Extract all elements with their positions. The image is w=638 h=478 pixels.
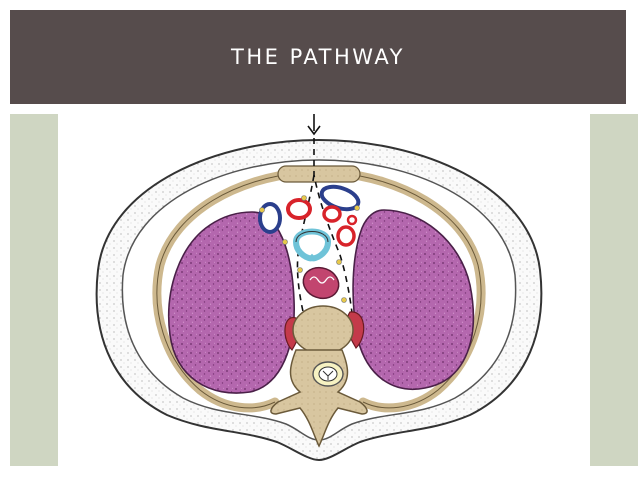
lymph-node [282, 239, 288, 245]
lymph-node [297, 267, 303, 273]
subclavian-artery [336, 225, 356, 247]
trachea [292, 228, 332, 262]
left-side-panel [10, 114, 58, 466]
aorta-ascending [286, 198, 312, 220]
vertebral-body [292, 305, 354, 355]
lymph-node [354, 205, 360, 211]
lymph-node [336, 259, 342, 265]
right-side-panel [590, 114, 638, 466]
slide-title: THE PATHWAY [231, 45, 405, 69]
lymph-node [341, 297, 347, 303]
lymph-node [259, 207, 265, 213]
rib-left-outline [156, 172, 301, 409]
vena-cava [258, 202, 282, 234]
carotid-artery [322, 205, 342, 223]
rib-right-outline [337, 172, 482, 409]
sternum [277, 165, 361, 183]
arrow-down-icon [307, 114, 321, 136]
lymph-node [301, 195, 307, 201]
right-lung [352, 209, 475, 390]
spinal-cord [318, 366, 338, 382]
title-bar: THE PATHWAY [10, 10, 626, 104]
pathway-line [313, 138, 355, 331]
left-lung [167, 211, 295, 394]
small-artery [346, 214, 358, 226]
